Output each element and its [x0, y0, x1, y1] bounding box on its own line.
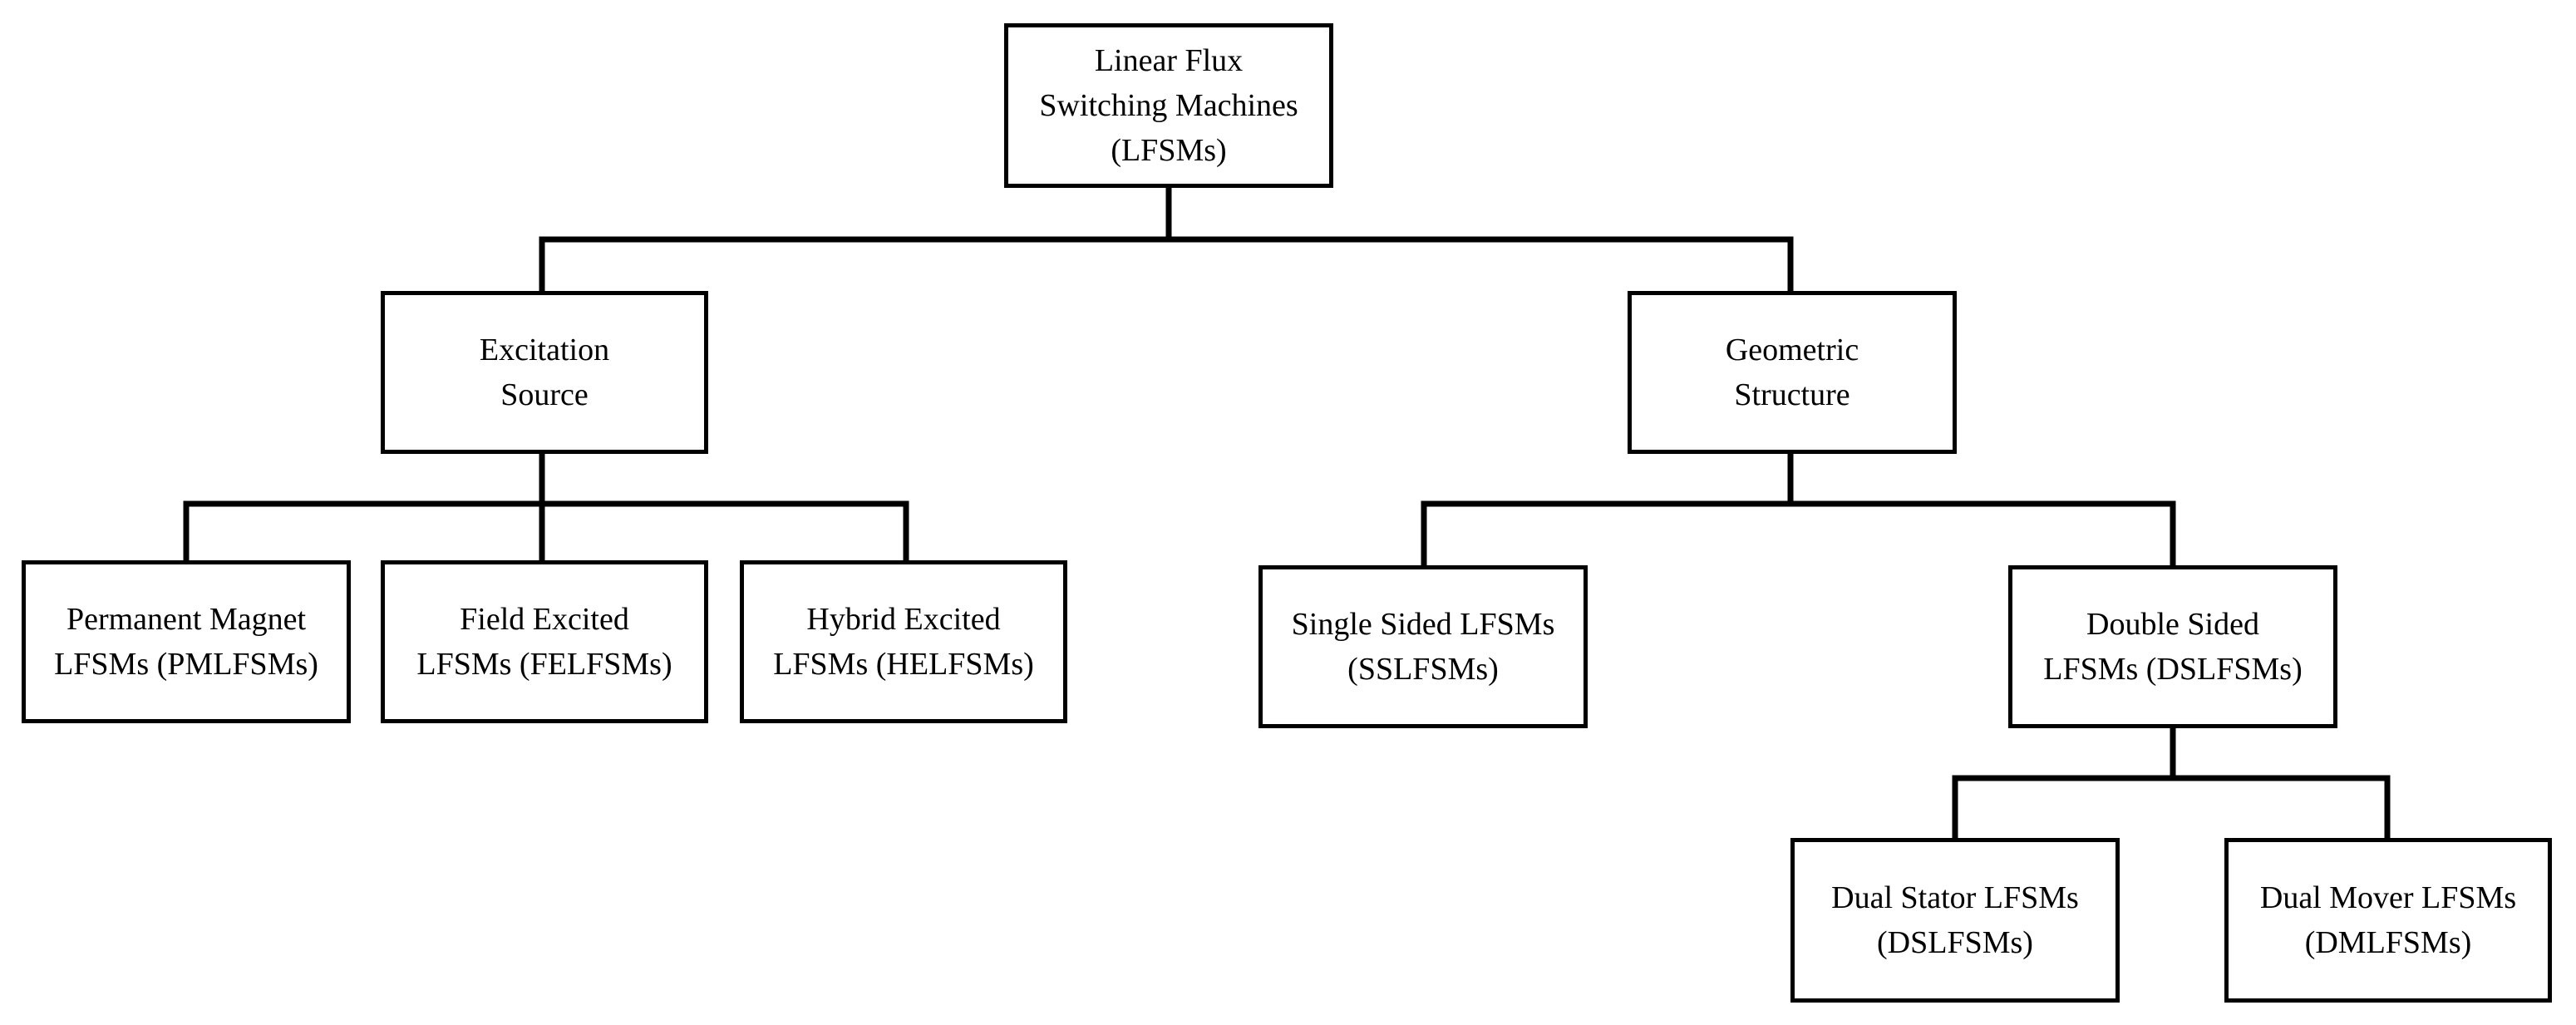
node-felfsms: Field Excited LFSMs (FELFSMs): [381, 560, 708, 723]
connector-excitation-bus: [183, 500, 909, 565]
node-fe-line2: LFSMs (FELFSMs): [416, 647, 672, 682]
node-single-line2: (SSLFSMs): [1347, 652, 1499, 687]
connector-double-bus: [1952, 775, 2391, 843]
node-dual-stator: Dual Stator LFSMs (DSLFSMs): [1790, 838, 2120, 1003]
node-dual-stator-line1: Dual Stator LFSMs: [1831, 880, 2079, 915]
node-excitation-line1: Excitation: [479, 333, 610, 367]
node-pm-line2: LFSMs (PMLFSMs): [54, 647, 318, 682]
node-helfsms: Hybrid Excited LFSMs (HELFSMs): [740, 560, 1067, 723]
node-double-line2: LFSMs (DSLFSMs): [2043, 652, 2303, 687]
node-dual-mover-line2: (DMLFSMs): [2304, 925, 2472, 960]
node-dual-stator-line2: (DSLFSMs): [1877, 925, 2033, 960]
node-dual-mover-line1: Dual Mover LFSMs: [2259, 880, 2517, 915]
connector-root-bus: [539, 236, 1794, 296]
node-geometric-line1: Geometric: [1725, 333, 1859, 367]
node-excitation-line2: Source: [500, 377, 589, 412]
connector-geometric-bus: [1421, 500, 2176, 570]
node-dslfsms: Double Sided LFSMs (DSLFSMs): [2008, 565, 2337, 728]
node-root-line2: Switching Machines: [1039, 88, 1298, 123]
node-pmlfsms: Permanent Magnet LFSMs (PMLFSMs): [22, 560, 351, 723]
node-fe-line1: Field Excited: [460, 602, 629, 637]
node-dual-mover: Dual Mover LFSMs (DMLFSMs): [2224, 838, 2552, 1003]
node-root-line1: Linear Flux: [1094, 43, 1244, 78]
node-root: Linear Flux Switching Machines (LFSMs): [1004, 23, 1333, 188]
node-double-line1: Double Sided: [2086, 607, 2259, 642]
node-pm-line1: Permanent Magnet: [66, 602, 307, 637]
node-excitation-source: Excitation Source: [381, 291, 708, 454]
node-geometric-structure: Geometric Structure: [1628, 291, 1957, 454]
node-geometric-line2: Structure: [1734, 377, 1850, 412]
node-single-line1: Single Sided LFSMs: [1291, 607, 1555, 642]
node-root-line3: (LFSMs): [1111, 133, 1227, 168]
node-he-line1: Hybrid Excited: [806, 602, 1001, 637]
node-sslfsms: Single Sided LFSMs (SSLFSMs): [1258, 565, 1588, 728]
node-he-line2: LFSMs (HELFSMs): [773, 647, 1034, 682]
